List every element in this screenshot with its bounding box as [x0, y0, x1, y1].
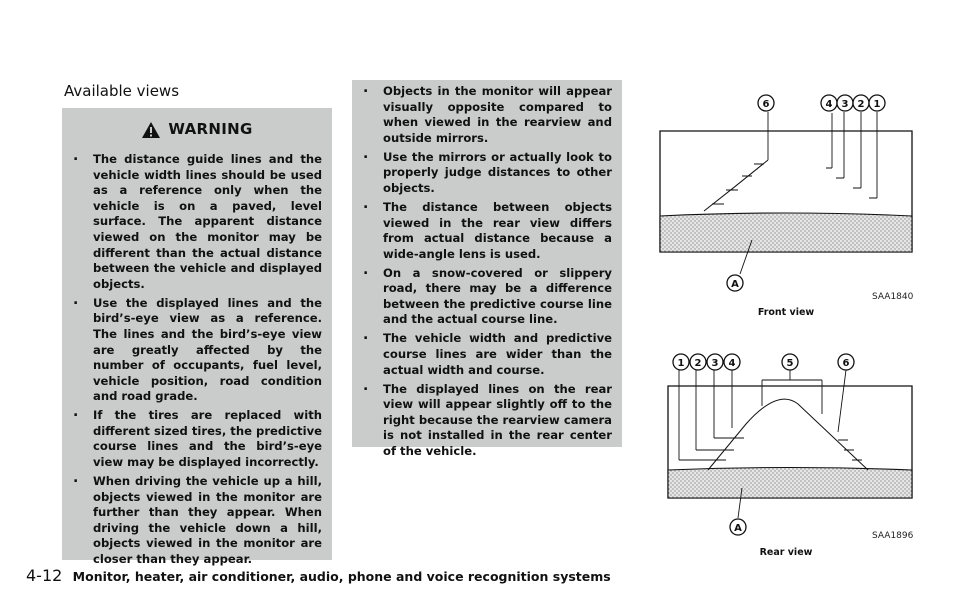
callout-label: A [734, 523, 742, 534]
warning-item: The displayed lines on the rear view wil… [361, 379, 612, 460]
callout-label: 1 [874, 99, 881, 110]
warning-item: The distance guide lines and the vehicle… [71, 149, 322, 292]
warning-list-left: The distance guide lines and the vehicle… [62, 149, 332, 568]
warning-list-right: Objects in the monitor will appear visua… [352, 80, 622, 460]
warning-item: If the tires are replaced with different… [71, 405, 322, 470]
warning-panel: WARNING The distance guide lines and the… [62, 108, 332, 566]
section-heading: Available views [64, 82, 180, 100]
callout-label: 5 [787, 358, 794, 369]
warning-item: The vehicle width and predictive course … [361, 328, 612, 378]
figure-code: SAA1896 [872, 531, 914, 541]
rear-view-illustration: 1 2 3 4 5 6 A [667, 353, 913, 536]
callout-label: 3 [712, 358, 719, 369]
warning-item: Objects in the monitor will appear visua… [361, 81, 612, 146]
warning-item: When driving the vehicle up a hill, obje… [71, 471, 322, 568]
page-number: 4-12 [26, 566, 63, 585]
warning-panel-continued: Objects in the monitor will appear visua… [352, 80, 622, 458]
warning-title: WARNING [168, 120, 253, 139]
callout-label: 1 [678, 358, 685, 369]
callout-label: 4 [826, 99, 833, 110]
page-footer: 4-12 Monitor, heater, air conditioner, a… [26, 566, 611, 585]
callout-label: 2 [695, 358, 702, 369]
warning-triangle-icon [142, 122, 161, 138]
figure-caption: Front view [757, 307, 815, 318]
figure-code: SAA1840 [872, 292, 914, 302]
warning-item: The distance between objects viewed in t… [361, 197, 612, 262]
figure-caption: Rear view [759, 547, 813, 558]
warning-item: On a snow-covered or slippery road, ther… [361, 263, 612, 328]
front-view-illustration: 6 4 3 2 1 A [659, 94, 913, 292]
callout-label: 6 [843, 358, 850, 369]
callout-label: 2 [858, 99, 865, 110]
warning-item: Use the mirrors or actually look to prop… [361, 147, 612, 197]
callout-label: 6 [763, 99, 770, 110]
chapter-title: Monitor, heater, air conditioner, audio,… [72, 569, 611, 584]
warning-header: WARNING [62, 108, 332, 152]
callout-label: 4 [729, 358, 736, 369]
callout-label: 3 [842, 99, 849, 110]
warning-item: Use the displayed lines and the bird’s-e… [71, 293, 322, 405]
callout-label: A [731, 279, 739, 290]
